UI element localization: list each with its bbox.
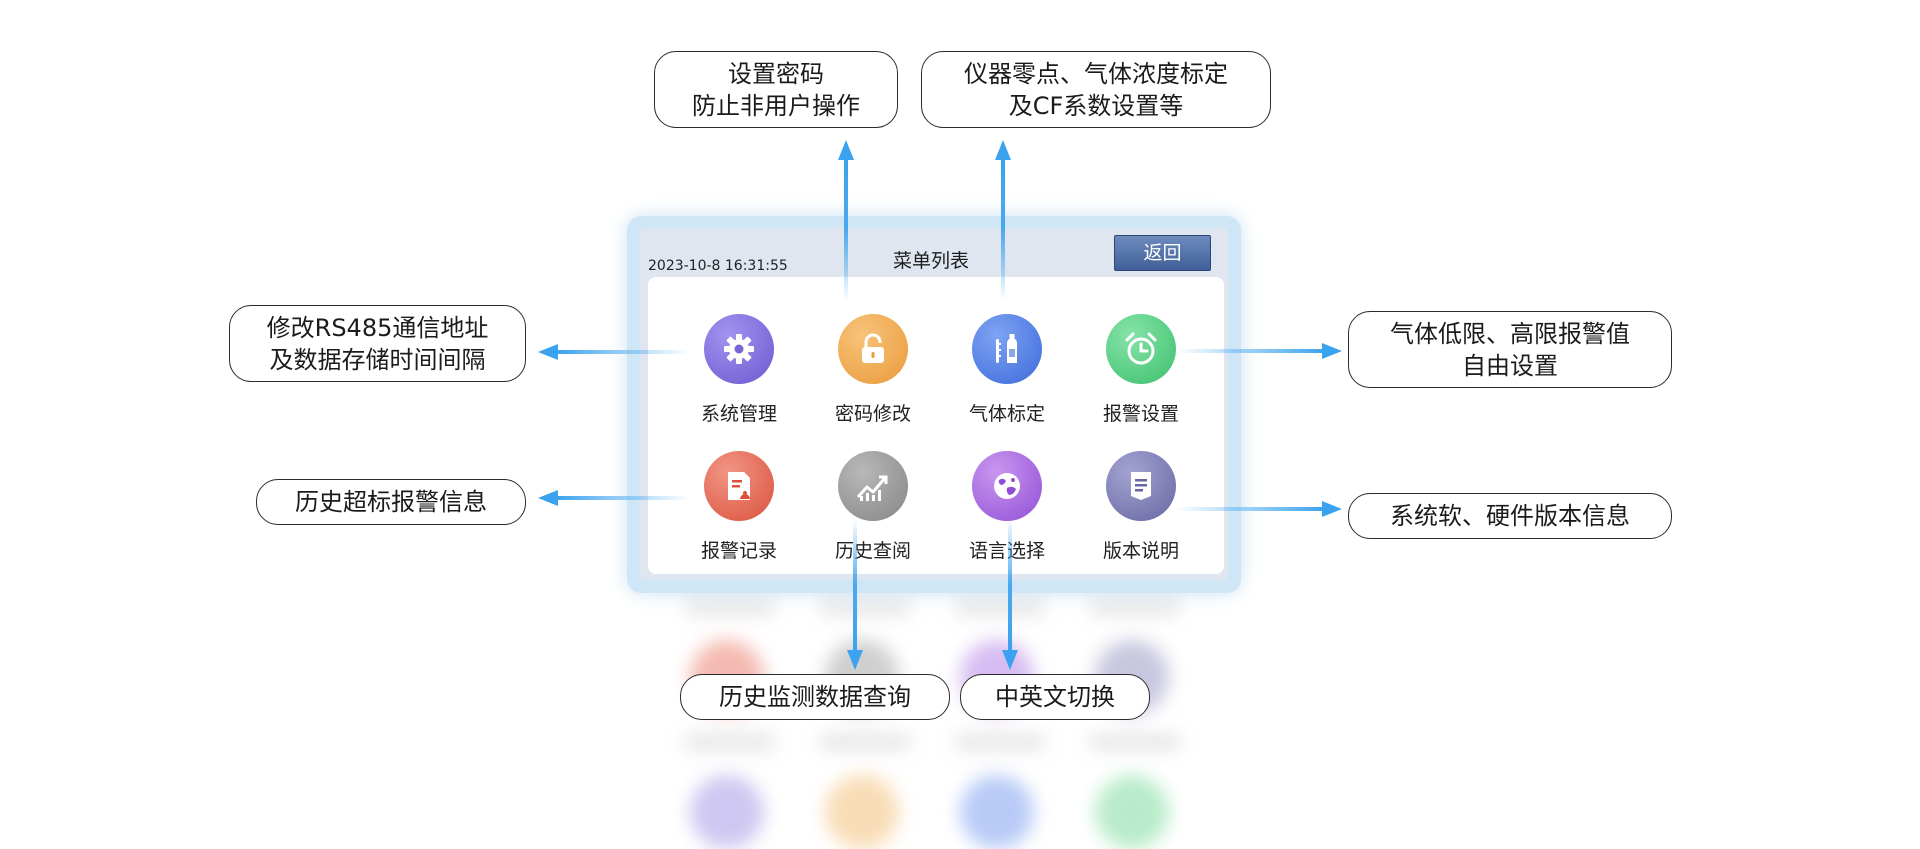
menu-panel: 系统管理 密码修改 气体标定 [648, 277, 1224, 574]
callout-system: 修改RS485通信地址 及数据存储时间间隔 [229, 305, 526, 382]
menu-item-password[interactable]: 密码修改 [818, 314, 928, 434]
screen-title: 菜单列表 [892, 250, 969, 272]
alarm-clock-icon [1106, 314, 1176, 384]
menu-label: 密码修改 [834, 403, 911, 425]
reflection-bar [685, 735, 775, 749]
document-icon [1106, 451, 1176, 521]
callout-line: 仪器零点、气体浓度标定 [964, 59, 1228, 88]
arrow-to-version-callout [1175, 501, 1342, 517]
callout-password: 设置密码 防止非用户操作 [654, 51, 898, 128]
reflection-bar [955, 600, 1045, 614]
callout-history: 历史监测数据查询 [680, 674, 950, 720]
arrow-to-calibration-callout [995, 140, 1011, 300]
menu-label: 气体标定 [968, 403, 1045, 425]
menu-label: 系统管理 [700, 403, 777, 425]
callout-line: 自由设置 [1462, 351, 1558, 380]
gas-cylinder-icon [972, 314, 1042, 384]
gear-icon [704, 314, 774, 384]
callout-line: 及数据存储时间间隔 [269, 345, 486, 374]
callout-line: 气体低限、高限报警值 [1390, 319, 1630, 348]
menu-item-alarm-settings[interactable]: 报警设置 [1086, 314, 1196, 434]
reflection-circle [690, 775, 764, 849]
reflection-bar [820, 600, 910, 614]
alarm-record-icon [704, 451, 774, 521]
arrow-to-history-callout [847, 518, 863, 670]
reflection-bar [1090, 735, 1180, 749]
back-button[interactable]: 返回 [1114, 235, 1211, 271]
arrow-to-language-callout [1002, 518, 1018, 670]
menu-item-system[interactable]: 系统管理 [684, 314, 794, 434]
callout-line: 及CF系数设置等 [1008, 91, 1184, 120]
reflection-bar [685, 600, 775, 614]
datetime-display: 2023-10-8 16:31:55 [648, 258, 788, 274]
callout-calibration: 仪器零点、气体浓度标定 及CF系数设置等 [921, 51, 1271, 128]
arrow-to-password-callout [838, 140, 854, 300]
reflection-circle [825, 775, 899, 849]
callout-line: 系统软、硬件版本信息 [1390, 502, 1630, 530]
trend-chart-icon [838, 451, 908, 521]
menu-item-language[interactable]: 语言选择 [952, 451, 1062, 571]
callout-line: 修改RS485通信地址 [266, 313, 489, 342]
menu-label: 版本说明 [1102, 540, 1179, 562]
callout-line: 历史监测数据查询 [719, 683, 911, 711]
callout-line: 设置密码 [728, 59, 824, 88]
arrow-to-alarm-records-callout [538, 490, 690, 506]
globe-icon [972, 451, 1042, 521]
reflection-bar [1090, 600, 1180, 614]
arrow-to-alarm-settings-callout [1175, 343, 1342, 359]
callout-version: 系统软、硬件版本信息 [1348, 493, 1672, 539]
callout-language: 中英文切换 [960, 674, 1150, 720]
reflection-circle [1095, 775, 1169, 849]
reflection-circle [960, 775, 1034, 849]
callout-line: 历史超标报警信息 [295, 488, 487, 516]
lock-icon [838, 314, 908, 384]
callout-line: 防止非用户操作 [692, 91, 860, 120]
reflection-bar [820, 735, 910, 749]
reflection-bar [955, 735, 1045, 749]
menu-label: 报警记录 [700, 540, 777, 562]
menu-label: 报警设置 [1102, 403, 1179, 425]
arrow-to-system-callout [538, 344, 690, 360]
callout-alarm-records: 历史超标报警信息 [256, 479, 526, 525]
menu-item-alarm-records[interactable]: 报警记录 [684, 451, 794, 571]
callout-line: 中英文切换 [995, 683, 1115, 711]
menu-item-calibration[interactable]: 气体标定 [952, 314, 1062, 434]
menu-label: 语言选择 [968, 540, 1045, 562]
callout-alarm-settings: 气体低限、高限报警值 自由设置 [1348, 311, 1672, 388]
menu-item-version[interactable]: 版本说明 [1086, 451, 1196, 571]
